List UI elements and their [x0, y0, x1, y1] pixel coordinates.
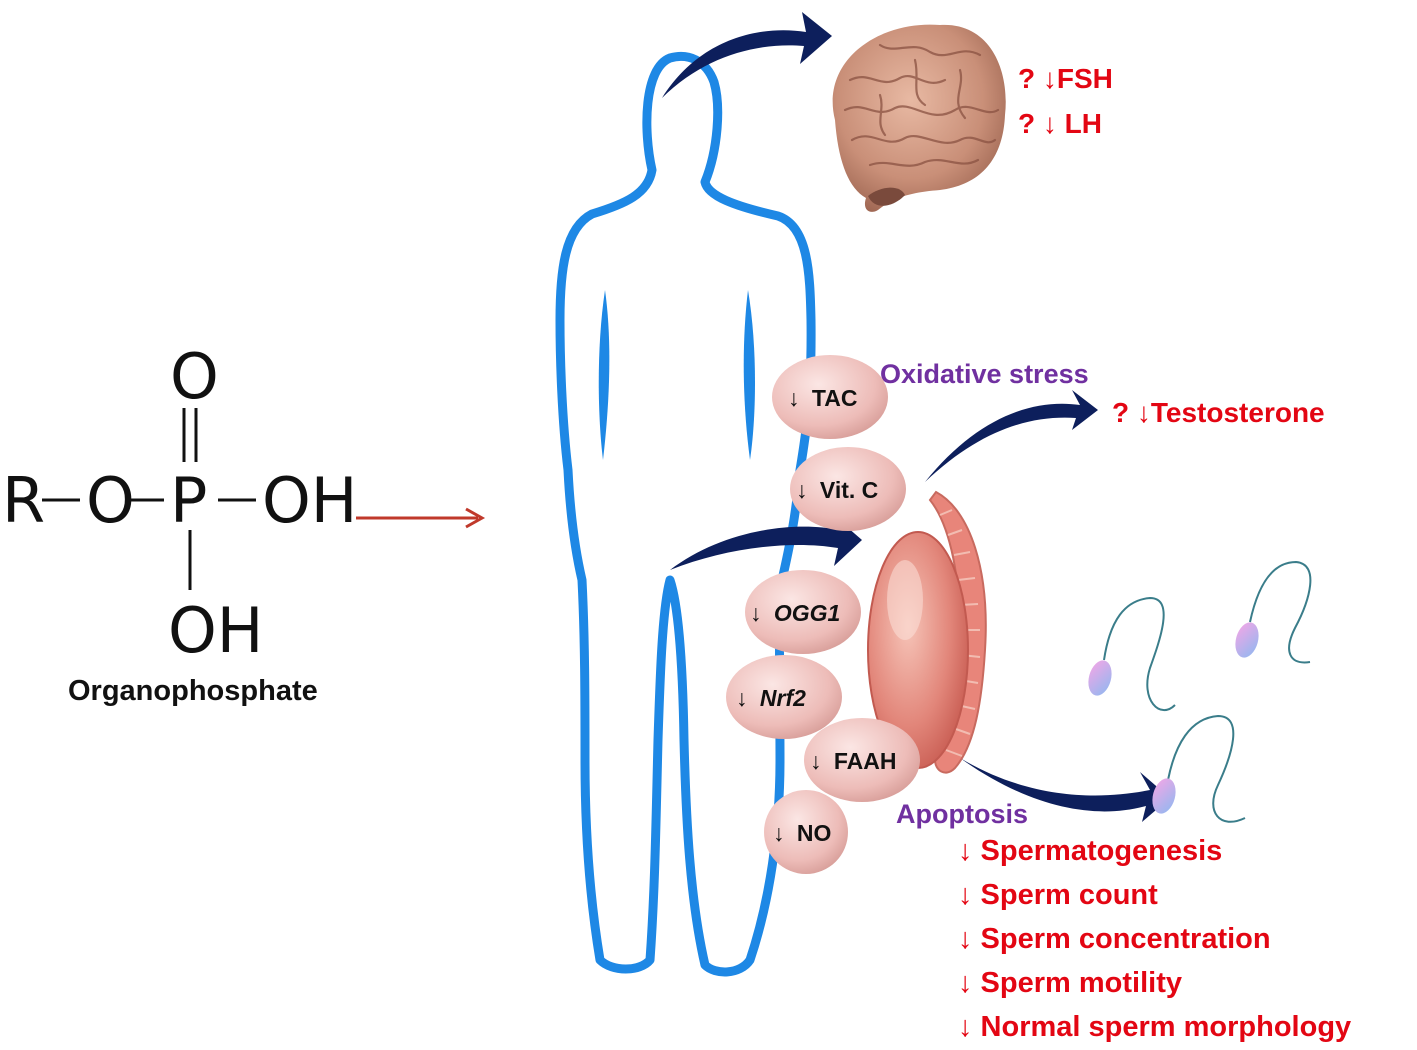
right-arm-gap	[743, 290, 755, 460]
brain-icon	[832, 24, 1006, 212]
chem-o-left: O	[86, 464, 135, 537]
marker-tac: ↓ TAC	[772, 355, 888, 439]
arrow-to-brain	[662, 12, 832, 98]
marker-no-text: NO	[797, 820, 832, 846]
marker-tac-arrow: ↓	[788, 385, 800, 411]
svg-text:↓ TAC: ↓ TAC	[788, 385, 857, 411]
svg-text:↓ OGG1: ↓ OGG1	[750, 600, 840, 626]
sperm-cell-3	[1152, 714, 1246, 823]
chem-p: P	[170, 464, 207, 537]
effect-spermatogenesis: ↓ Spermatogenesis	[958, 835, 1222, 867]
effect-sperm-count: ↓ Sperm count	[958, 879, 1158, 911]
chem-o-top: O	[170, 340, 219, 413]
marker-vitc-arrow: ↓	[796, 477, 808, 503]
curved-arrows	[662, 12, 1170, 822]
chemical-name: Organophosphate	[68, 675, 318, 707]
sperm-cell-1	[1088, 596, 1176, 711]
marker-tac-text: TAC	[812, 385, 858, 411]
arrow-to-testis	[670, 514, 862, 570]
marker-nrf2-arrow: ↓	[736, 685, 748, 711]
marker-nrf2-text: Nrf2	[760, 685, 806, 711]
marker-faah: ↓ FAAH	[804, 718, 920, 802]
marker-nrf2: ↓ Nrf2	[726, 655, 842, 739]
marker-ogg1: ↓ OGG1	[745, 570, 861, 654]
organophosphate-structure: R O P OH O OH Organophosphate	[2, 340, 357, 707]
brain-effect-lh: ? ↓ LH	[1018, 108, 1102, 139]
marker-no: ↓ NO	[764, 790, 848, 874]
human-silhouette-icon	[555, 52, 816, 977]
oxidative-stress-label: Oxidative stress	[880, 359, 1089, 389]
brain-effect-fsh: ? ↓FSH	[1018, 63, 1113, 94]
sperm-icon	[1088, 560, 1312, 823]
sperm-effects-list: ↓ Spermatogenesis ↓ Sperm count ↓ Sperm …	[958, 835, 1351, 1043]
marker-no-arrow: ↓	[773, 820, 785, 846]
svg-text:↓ Nrf2: ↓ Nrf2	[736, 685, 806, 711]
marker-vitc-text: Vit. C	[820, 477, 878, 503]
marker-faah-arrow: ↓	[810, 748, 822, 774]
arrow-to-testosterone	[925, 390, 1098, 482]
left-arm-gap	[598, 290, 610, 460]
effect-sperm-motility: ↓ Sperm motility	[958, 967, 1182, 999]
sperm-cell-2	[1235, 560, 1312, 664]
marker-ogg1-text: OGG1	[774, 600, 840, 626]
effect-normal-morphology: ↓ Normal sperm morphology	[958, 1011, 1351, 1043]
chem-oh-bottom: OH	[168, 594, 263, 667]
testosterone-label: ? ↓Testosterone	[1112, 397, 1325, 428]
arrow-to-sperm	[960, 758, 1170, 822]
marker-ogg1-arrow: ↓	[750, 600, 762, 626]
svg-text:↓ FAAH: ↓ FAAH	[810, 748, 897, 774]
svg-text:↓ Vit. C: ↓ Vit. C	[796, 477, 878, 503]
chem-r: R	[2, 464, 45, 537]
effect-sperm-concentration: ↓ Sperm concentration	[958, 923, 1271, 955]
svg-text:↓ NO: ↓ NO	[773, 820, 831, 846]
exposure-arrow	[356, 507, 486, 529]
marker-faah-text: FAAH	[834, 748, 897, 774]
apoptosis-label: Apoptosis	[896, 799, 1028, 829]
chem-oh-right: OH	[262, 464, 357, 537]
marker-vitc: ↓ Vit. C	[790, 447, 906, 531]
biomarker-group: ↓ TAC ↓ Vit. C ↓ OGG1 ↓ Nrf2	[726, 355, 920, 874]
